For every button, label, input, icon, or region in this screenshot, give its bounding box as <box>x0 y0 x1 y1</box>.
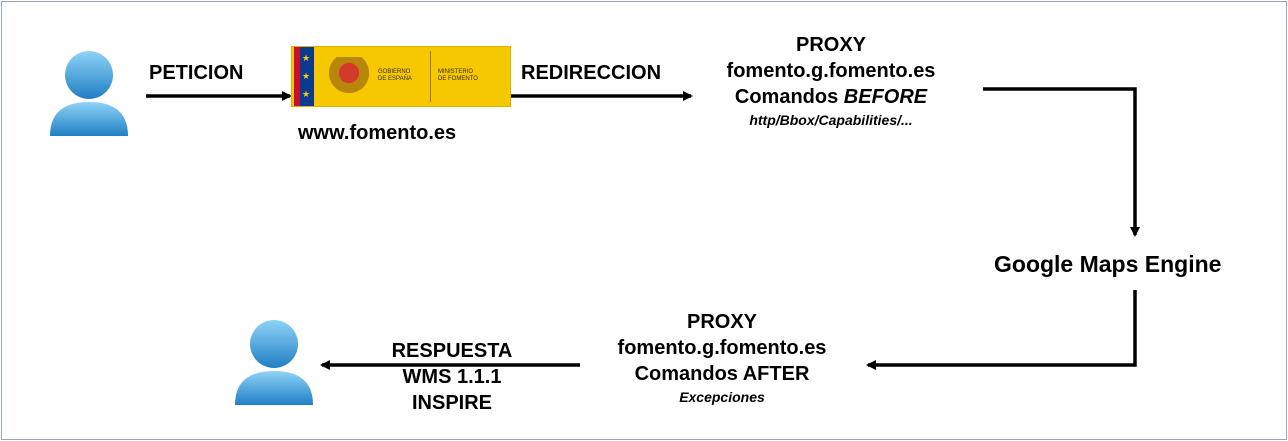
label-redireccion: REDIRECCION <box>521 62 662 84</box>
respuesta-wms: WMS 1.1.1 <box>402 366 502 388</box>
label-google-maps-engine: Google Maps Engine <box>994 251 1222 277</box>
eu-stars-icon <box>300 47 314 106</box>
proxy-after-commands: Comandos AFTER <box>634 363 810 385</box>
user-icon-requester <box>50 51 128 136</box>
arrow-to-engine <box>983 87 1140 237</box>
label-peticion: PETICION <box>149 62 244 84</box>
respuesta-title: RESPUESTA <box>391 340 513 362</box>
logo-text-gobierno: GOBIERNO <box>378 69 411 75</box>
label-fomento-site: www.fomento.es <box>298 122 457 144</box>
proxy-before-block: PROXY fomento.g.fomento.es Comandos BEFO… <box>696 32 966 130</box>
proxy-after-detail: Excepciones <box>679 389 765 405</box>
proxy-before-commands: Comandos BEFORE <box>734 86 928 108</box>
logo-text-fomento: DE FOMENTO <box>438 76 478 82</box>
flag-stripe-icon <box>294 47 300 106</box>
proxy-before-host: fomento.g.fomento.es <box>726 60 936 82</box>
respuesta-inspire: INSPIRE <box>411 392 493 414</box>
proxy-after-title: PROXY <box>686 311 758 333</box>
arrow-from-engine <box>866 290 1137 370</box>
proxy-before-detail: http/Bbox/Capabilities/... <box>749 112 913 128</box>
coat-of-arms-icon <box>326 57 372 97</box>
user-icon-receiver <box>235 320 313 405</box>
logo-text-ministerio: MINISTERIO <box>438 69 474 75</box>
proxy-after-host: fomento.g.fomento.es <box>617 337 827 359</box>
proxy-before-title: PROXY <box>795 34 867 56</box>
logo-text-espana: DE ESPAÑA <box>378 76 412 82</box>
gobierno-espana-logo: ★ ★ ★ GOBIERNO DE ESPAÑA MINISTERIO DE F… <box>291 46 511 107</box>
proxy-after-block: PROXY fomento.g.fomento.es Comandos AFTE… <box>587 309 857 407</box>
respuesta-block: RESPUESTA WMS 1.1.1 INSPIRE <box>382 338 522 416</box>
